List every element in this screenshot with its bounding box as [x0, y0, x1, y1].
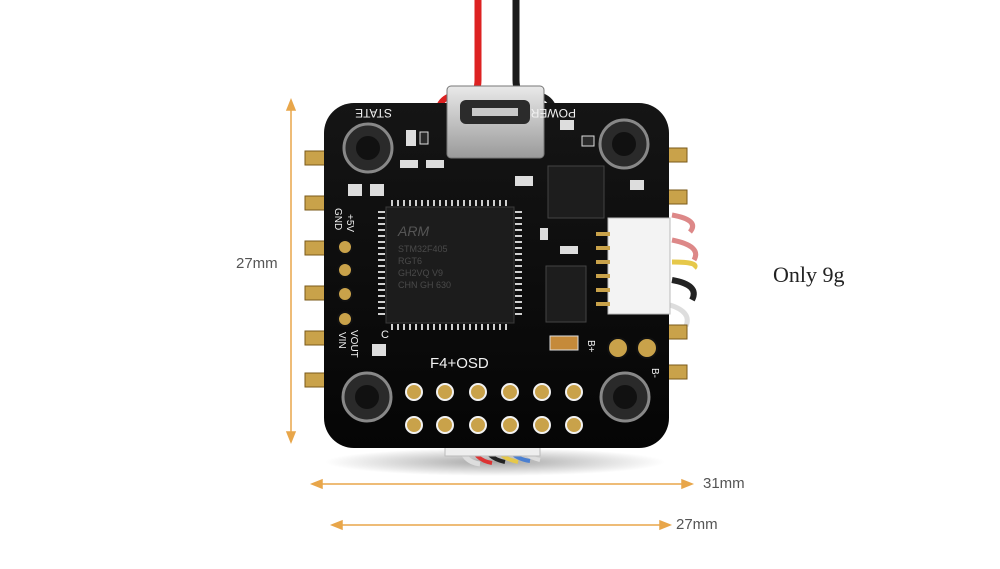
height-arrow-bottom [285, 431, 297, 445]
silk-b-plus: B+ [585, 340, 596, 353]
bottom-header-pads [405, 383, 583, 434]
height-arrow-top [285, 97, 297, 111]
width-outer-arrow-right [681, 478, 695, 490]
left-signal-pads [337, 239, 353, 327]
height-dimension-label: 27mm [236, 255, 278, 272]
chip-marking-5: CHN GH 630 [398, 280, 451, 290]
silk-power: POWER [530, 106, 576, 120]
weight-label: Only 9g [773, 262, 845, 287]
dimension-lines [285, 97, 695, 531]
width-inner-dimension-label: 27mm [676, 516, 718, 533]
board-shadow [325, 448, 665, 476]
right-solder-pads [664, 147, 688, 380]
silk-b-minus: B- [649, 368, 660, 378]
left-solder-pads [304, 150, 328, 388]
silk-vout: VOUT [348, 330, 359, 358]
usb-port [446, 85, 545, 159]
silk-model: F4+OSD [430, 355, 489, 372]
chip-marking-1: ARM [397, 223, 429, 239]
mounting-holes [341, 118, 651, 423]
battery-pads [607, 337, 658, 359]
chip-marking-2: STM32F405 [398, 244, 448, 254]
chip-marking-4: GH2VQ V9 [398, 268, 443, 278]
silk-gnd: GND [332, 208, 343, 230]
silk-vin: VIN [336, 332, 347, 349]
side-wires [669, 212, 699, 327]
width-inner-arrow-left [329, 519, 343, 531]
silk-5v: +5V [344, 214, 355, 232]
chip-marking-3: RGT6 [398, 256, 422, 266]
width-inner-arrow-right [659, 519, 673, 531]
osd-chip [545, 165, 605, 323]
silk-state: STATE [355, 106, 392, 120]
side-connector [596, 217, 671, 315]
width-outer-arrow-left [309, 478, 323, 490]
width-outer-dimension-label: 31mm [703, 475, 745, 492]
silk-c: C [381, 329, 389, 341]
smd-components [348, 120, 644, 356]
mcu-chip: ARM STM32F405 RGT6 GH2VQ V9 CHN GH 630 [378, 200, 522, 330]
